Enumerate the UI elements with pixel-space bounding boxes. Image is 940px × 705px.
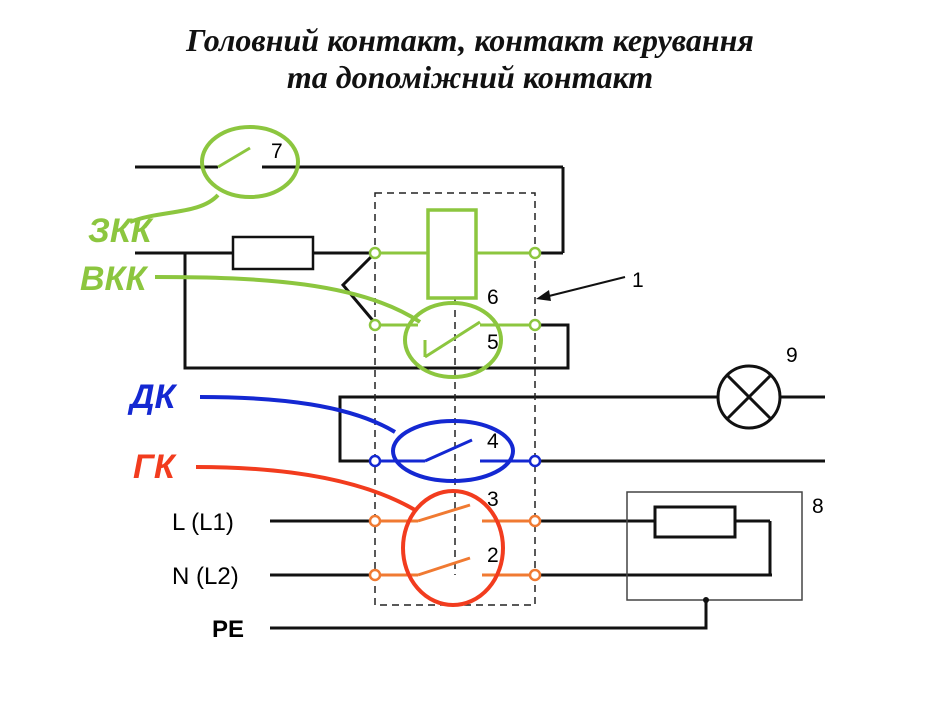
gk-highlight-circle — [401, 489, 505, 607]
wire-bypass — [340, 251, 377, 324]
number-9: 9 — [786, 344, 798, 367]
load-box — [626, 491, 803, 601]
green-terminals — [368, 246, 542, 332]
orange-terminals — [368, 514, 542, 582]
label-gk: ГК — [133, 448, 177, 486]
number-3: 3 — [487, 488, 499, 511]
pointer-arrow — [544, 276, 626, 298]
vkk-callout-curve — [154, 275, 422, 324]
black-wiring — [135, 165, 825, 630]
green-elements — [129, 125, 535, 379]
dk-highlight-circle — [391, 419, 515, 483]
pointer-arrow-head — [536, 290, 551, 301]
gk-callout-curve — [195, 465, 417, 512]
diagram-title-line-2: та допоміжний контакт — [286, 59, 654, 95]
zkk-highlight-circle — [200, 125, 300, 199]
vkk-highlight-circle — [403, 301, 503, 379]
label-line-pe: PE — [212, 616, 244, 643]
blue-terminals — [368, 454, 542, 468]
number-8: 8 — [812, 495, 824, 518]
dk-callout-curve — [199, 395, 397, 434]
label-dk: ДК — [127, 378, 178, 416]
label-line-l: L (L1) — [172, 509, 234, 536]
wire-loop — [183, 253, 570, 370]
contact-2-blade — [417, 556, 471, 577]
upper-resistor — [231, 235, 315, 271]
label-vkk: ВКК — [80, 260, 148, 298]
number-7: 7 — [271, 140, 283, 163]
pe-junction — [703, 597, 709, 603]
number-1: 1 — [632, 269, 644, 292]
number-5: 5 — [487, 331, 499, 354]
blue-elements — [199, 395, 535, 483]
red-elements — [195, 465, 505, 607]
contact-7-blade — [217, 146, 251, 169]
lamp-symbol — [716, 364, 782, 430]
number-4: 4 — [487, 430, 499, 453]
number-6: 6 — [487, 286, 499, 309]
number-2: 2 — [487, 544, 499, 567]
load-resistor — [653, 505, 737, 539]
contact-5-blade — [424, 320, 481, 359]
label-zkk: ЗКК — [88, 212, 154, 250]
contact-3-blade — [417, 503, 471, 523]
wire-dk-loop — [338, 395, 718, 463]
contact-4-blade — [424, 438, 473, 463]
wire-pe — [270, 600, 708, 630]
zkk-callout-curve — [129, 193, 220, 224]
diagram-title-line-1: Головний контакт, контакт керування — [186, 22, 754, 58]
label-line-n: N (L2) — [172, 563, 239, 590]
contactor-coil — [426, 208, 478, 300]
